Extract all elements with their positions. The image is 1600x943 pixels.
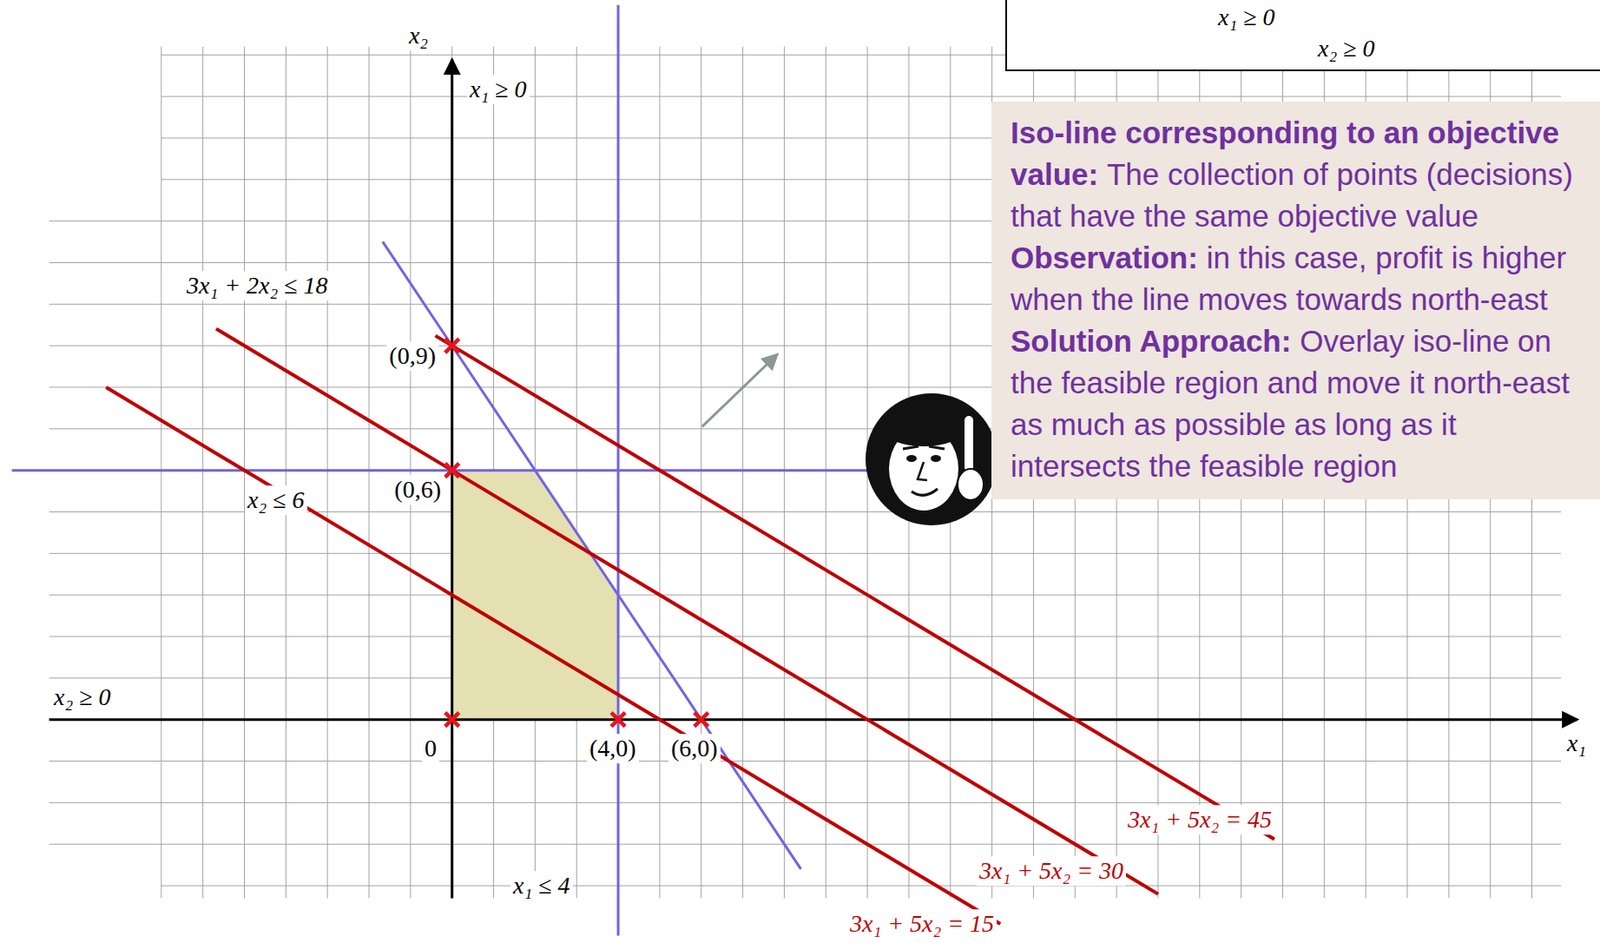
corner-marker bbox=[694, 712, 709, 727]
constraint-label: 3x₁ + 2x₂ ≤ 18 bbox=[184, 270, 331, 301]
grid-line bbox=[49, 553, 1561, 554]
direction-arrow bbox=[702, 354, 778, 428]
face-mouth bbox=[911, 488, 938, 495]
face-disc bbox=[865, 393, 998, 526]
corner-marker bbox=[445, 463, 460, 478]
cartoon-face bbox=[865, 393, 998, 526]
face-hand bbox=[957, 468, 984, 501]
note-heading: Solution Approach: bbox=[1010, 323, 1291, 358]
inequality-text: x₂ ≥ 0 bbox=[1007, 32, 1600, 65]
constraint-label: x₂ ≥ 0 bbox=[51, 682, 114, 712]
face-brow bbox=[902, 446, 945, 449]
note-paragraph: Iso-line corresponding to an objective v… bbox=[1010, 111, 1592, 238]
note-paragraph: Solution Approach:Overlay iso-line on th… bbox=[1010, 320, 1592, 488]
constraint-label: x₁ ≤ 4 bbox=[510, 870, 573, 901]
grid-line bbox=[368, 46, 370, 899]
note-heading: Observation: bbox=[1010, 240, 1199, 275]
corner-marker bbox=[445, 338, 460, 353]
feasible-region bbox=[452, 470, 619, 720]
corner-marker bbox=[611, 712, 626, 727]
point-label: (0,6) bbox=[391, 474, 444, 505]
isoline-label: 3x₁ + 5x₂ = 30 bbox=[976, 855, 1126, 886]
grid-line bbox=[49, 843, 1561, 845]
face-hair bbox=[885, 416, 962, 447]
constraint-line bbox=[12, 468, 869, 472]
face-eye bbox=[930, 454, 942, 462]
grid-line bbox=[161, 96, 1561, 98]
grid-line bbox=[49, 594, 1561, 596]
grid-line bbox=[409, 46, 411, 899]
grid-line bbox=[825, 46, 827, 899]
grid-line bbox=[285, 46, 287, 899]
inequality-text: x₁ ≥ 0 bbox=[1007, 1, 1600, 33]
y-axis bbox=[450, 59, 454, 898]
grid-line bbox=[783, 46, 785, 899]
face-nose bbox=[917, 461, 928, 481]
grid-line bbox=[202, 46, 204, 899]
note-paragraph: Observation:in this case, profit is high… bbox=[1010, 237, 1592, 321]
grid-line bbox=[160, 46, 162, 899]
corner-marker bbox=[445, 712, 460, 727]
constraint-box: x₁ ≥ 0x₂ ≥ 0 bbox=[1005, 0, 1600, 72]
isoline-label: 3x₁ + 5x₂ = 45 bbox=[1125, 804, 1275, 835]
point-label: (6,0) bbox=[668, 733, 721, 764]
callout-note: Iso-line corresponding to an objective v… bbox=[991, 101, 1600, 500]
x-axis bbox=[49, 717, 1579, 721]
grid-line bbox=[49, 802, 1561, 804]
face-finger bbox=[963, 414, 975, 473]
point-label: 0 bbox=[421, 733, 440, 764]
grid-line bbox=[49, 677, 1561, 679]
grid-line bbox=[49, 760, 1561, 762]
grid-line bbox=[49, 636, 1561, 638]
point-label: (4,0) bbox=[586, 733, 639, 764]
grid-line bbox=[700, 46, 702, 899]
constraint-label: x₂ ≤ 6 bbox=[244, 485, 308, 515]
isoline-label: 3x₁ + 5x₂ = 15 bbox=[847, 908, 997, 939]
grid-line bbox=[327, 46, 329, 899]
grid-line bbox=[161, 885, 1561, 887]
constraint-label: x₁ ≥ 0 bbox=[467, 74, 530, 105]
iso-line bbox=[105, 387, 1001, 924]
axis-label: x₂ bbox=[406, 20, 431, 51]
point-label: (0,9) bbox=[386, 341, 439, 371]
axis-label: x₁ bbox=[1564, 728, 1589, 758]
grid-line bbox=[576, 46, 578, 899]
face-eye bbox=[906, 454, 917, 462]
